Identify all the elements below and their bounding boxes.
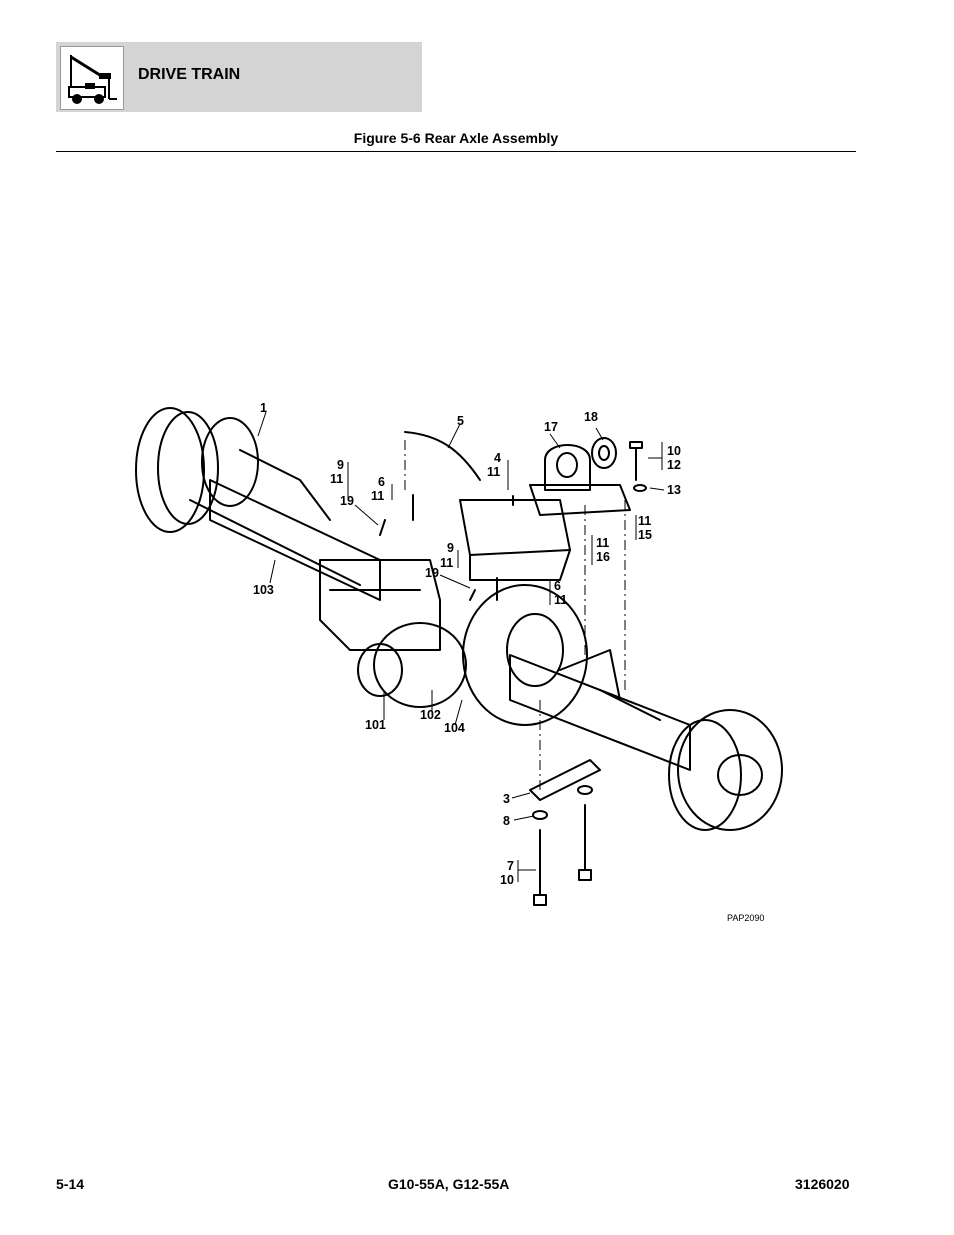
washer-13	[633, 484, 647, 492]
left-mount-block	[459, 499, 571, 556]
left-axle-tube	[209, 479, 381, 601]
svg-text:11: 11	[330, 472, 343, 486]
svg-text:9: 9	[337, 458, 344, 472]
figure-reference-code: PAP2090	[727, 913, 764, 923]
figure-title: Figure 5-6 Rear Axle Assembly	[353, 130, 559, 146]
svg-text:6: 6	[378, 475, 385, 489]
footer-document-number: 3126020	[795, 1176, 850, 1192]
center-housing	[319, 559, 441, 651]
right-hub	[677, 709, 783, 831]
footer-page-number: 5-14	[56, 1176, 85, 1192]
lower-plate	[529, 759, 601, 801]
svg-text:7: 7	[507, 859, 514, 873]
svg-text:4: 4	[494, 451, 501, 465]
svg-text:16: 16	[596, 550, 610, 564]
svg-text:18: 18	[584, 410, 598, 424]
svg-text:5: 5	[457, 414, 464, 428]
left-hub	[135, 407, 205, 533]
hose	[404, 431, 481, 481]
svg-text:11: 11	[371, 489, 384, 503]
svg-text:13: 13	[667, 483, 681, 497]
svg-text:11: 11	[487, 465, 500, 479]
differential-housing	[462, 584, 588, 726]
svg-text:8: 8	[503, 814, 510, 828]
svg-text:6: 6	[554, 579, 561, 593]
svg-text:11: 11	[554, 593, 567, 607]
section-title: DRIVE TRAIN	[138, 66, 241, 83]
svg-text:3: 3	[503, 792, 510, 806]
svg-text:102: 102	[420, 708, 441, 722]
forklift-icon	[60, 46, 124, 110]
svg-text:101: 101	[365, 718, 386, 732]
lower-bolt-right	[578, 804, 592, 881]
svg-text:15: 15	[638, 528, 652, 542]
lower-bolt-left	[533, 829, 547, 906]
svg-text:19: 19	[340, 494, 354, 508]
svg-text:12: 12	[667, 458, 681, 472]
svg-text:103: 103	[253, 583, 274, 597]
bushing	[591, 437, 617, 469]
svg-text:19: 19	[425, 566, 439, 580]
svg-text:17: 17	[544, 420, 558, 434]
svg-text:10: 10	[500, 873, 514, 887]
svg-text:11: 11	[638, 514, 651, 528]
svg-text:10: 10	[667, 444, 681, 458]
svg-text:11: 11	[440, 556, 453, 570]
svg-text:9: 9	[447, 541, 454, 555]
svg-text:104: 104	[444, 721, 465, 735]
svg-text:1: 1	[260, 401, 267, 415]
top-bolt	[629, 441, 643, 481]
svg-text:11: 11	[596, 536, 609, 550]
section-header: DRIVE TRAIN	[56, 42, 422, 112]
footer-models: G10-55A, G12-55A	[388, 1176, 510, 1192]
right-axle-tube	[509, 654, 691, 771]
header-rule	[56, 151, 856, 152]
